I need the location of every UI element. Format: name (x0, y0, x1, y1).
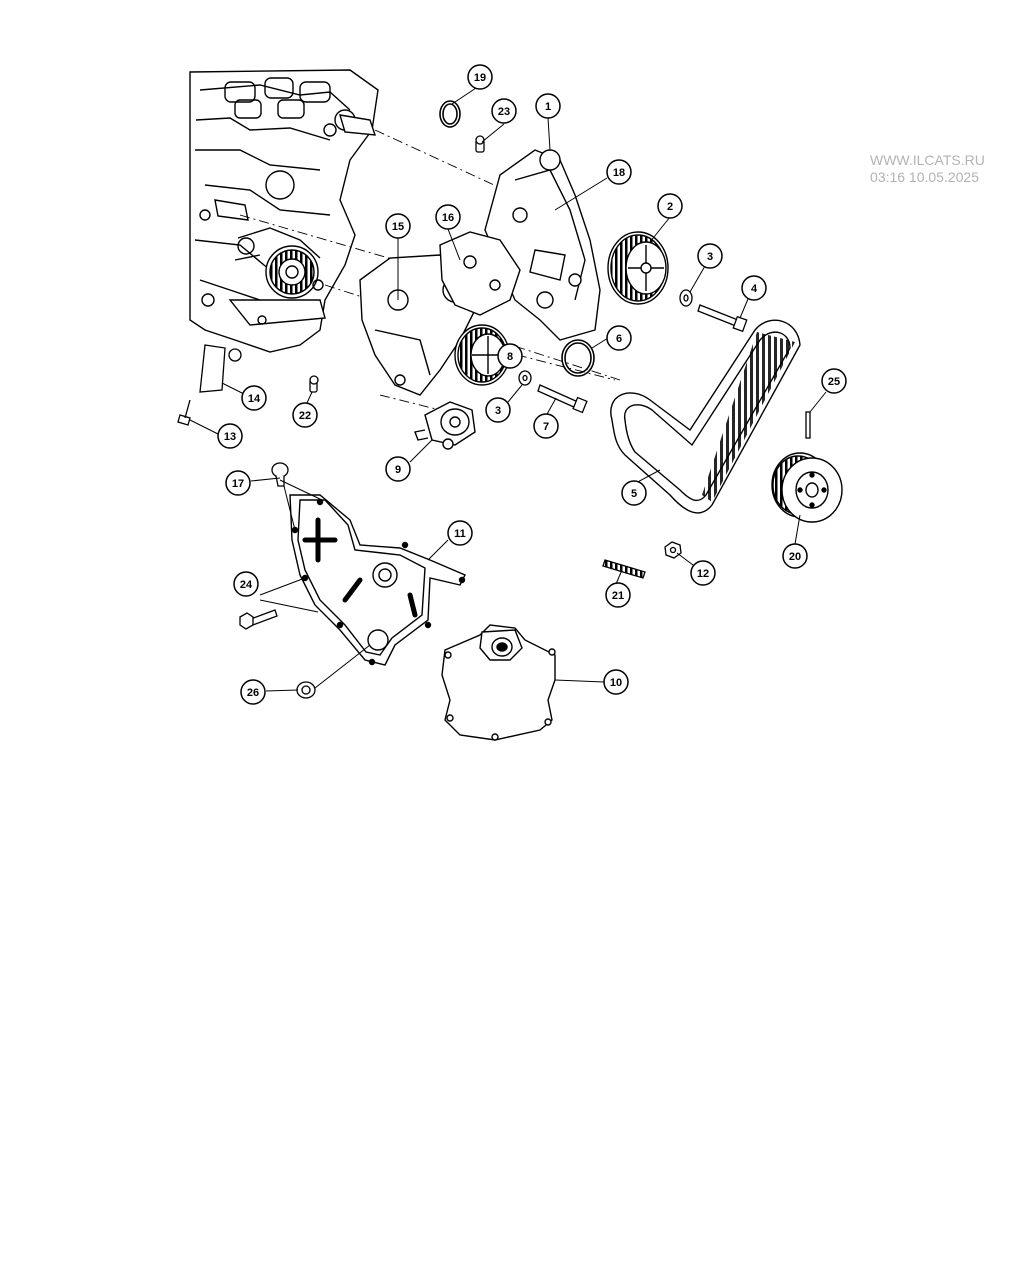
nut (664, 541, 682, 559)
callout-5-label: 5 (631, 488, 637, 500)
callout-3b-label: 3 (495, 405, 501, 417)
callout-12-label: 12 (697, 568, 709, 580)
callout-1[interactable]: 1 (535, 93, 561, 119)
callout-26-label: 26 (247, 687, 259, 699)
callout-2-label: 2 (667, 201, 673, 213)
callout-8-label: 8 (507, 351, 513, 363)
crank-sprocket (771, 452, 843, 523)
callout-14-label: 14 (248, 393, 261, 405)
small-fasteners (177, 135, 485, 426)
callout-23-label: 23 (498, 106, 510, 118)
engine-block (189, 69, 379, 353)
callout-7[interactable]: 7 (533, 413, 559, 439)
callout-15-label: 15 (392, 221, 404, 233)
bracket (439, 231, 521, 316)
callout-21-label: 21 (612, 590, 624, 602)
callout-3b[interactable]: 3 (485, 397, 511, 423)
callout-3a[interactable]: 3 (697, 243, 723, 269)
callout-16[interactable]: 16 (435, 204, 461, 230)
timing-housing (484, 149, 601, 341)
callout-17[interactable]: 17 (225, 470, 251, 496)
callout-21[interactable]: 21 (605, 582, 631, 608)
callout-25-label: 25 (828, 376, 840, 388)
callout-15[interactable]: 15 (385, 213, 411, 239)
watermark-site: WWW.ILCATS.RU (870, 152, 985, 168)
o-ring (561, 339, 595, 377)
callout-10-label: 10 (610, 677, 622, 689)
callout-19-label: 19 (474, 72, 486, 84)
callout-20-label: 20 (789, 551, 801, 563)
callout-16-label: 16 (442, 212, 454, 224)
callout-3a-label: 3 (707, 251, 713, 263)
callout-20[interactable]: 20 (782, 543, 808, 569)
callout-13-label: 13 (224, 431, 236, 443)
seal-ring (439, 100, 461, 128)
washers (518, 289, 693, 386)
callout-18[interactable]: 18 (606, 159, 632, 185)
callout-11[interactable]: 11 (447, 520, 473, 546)
callout-19[interactable]: 19 (467, 64, 493, 90)
callout-10[interactable]: 10 (603, 669, 629, 695)
callout-14[interactable]: 14 (241, 385, 267, 411)
callouts: 1 2 3 3 4 5 6 7 8 9 10 11 12 13 14 15 16… (217, 64, 847, 705)
callout-6-label: 6 (616, 333, 622, 345)
callout-2[interactable]: 2 (657, 193, 683, 219)
timing-belt (610, 319, 801, 514)
callout-12[interactable]: 12 (690, 560, 716, 586)
callout-8[interactable]: 8 (497, 343, 523, 369)
callout-7-label: 7 (543, 421, 549, 433)
callout-13[interactable]: 13 (217, 423, 243, 449)
callout-26[interactable]: 26 (240, 679, 266, 705)
callout-4-label: 4 (751, 283, 758, 295)
callout-23[interactable]: 23 (491, 98, 517, 124)
callout-11-label: 11 (454, 528, 466, 540)
callout-1-label: 1 (545, 101, 551, 113)
front-cover (289, 494, 466, 666)
cam-sprocket (607, 231, 669, 305)
callout-5[interactable]: 5 (621, 480, 647, 506)
callout-9-label: 9 (395, 464, 401, 476)
callout-22[interactable]: 22 (292, 402, 318, 428)
woodruff-key (805, 411, 811, 439)
outer-cover (441, 624, 556, 741)
callout-17-label: 17 (232, 478, 244, 490)
callout-4[interactable]: 4 (741, 275, 767, 301)
callout-24-label: 24 (240, 579, 253, 591)
watermark: WWW.ILCATS.RU 03:16 10.05.2025 (870, 152, 985, 186)
bolts (537, 304, 748, 579)
callout-25[interactable]: 25 (821, 368, 847, 394)
callout-18-label: 18 (613, 167, 625, 179)
callout-9[interactable]: 9 (385, 456, 411, 482)
tensioner (414, 401, 476, 450)
callout-22-label: 22 (299, 410, 311, 422)
sprocket-8 (454, 324, 510, 386)
callout-6[interactable]: 6 (606, 325, 632, 351)
leader-lines (189, 87, 827, 692)
callout-24[interactable]: 24 (233, 571, 259, 597)
watermark-timestamp: 03:16 10.05.2025 (870, 169, 979, 185)
